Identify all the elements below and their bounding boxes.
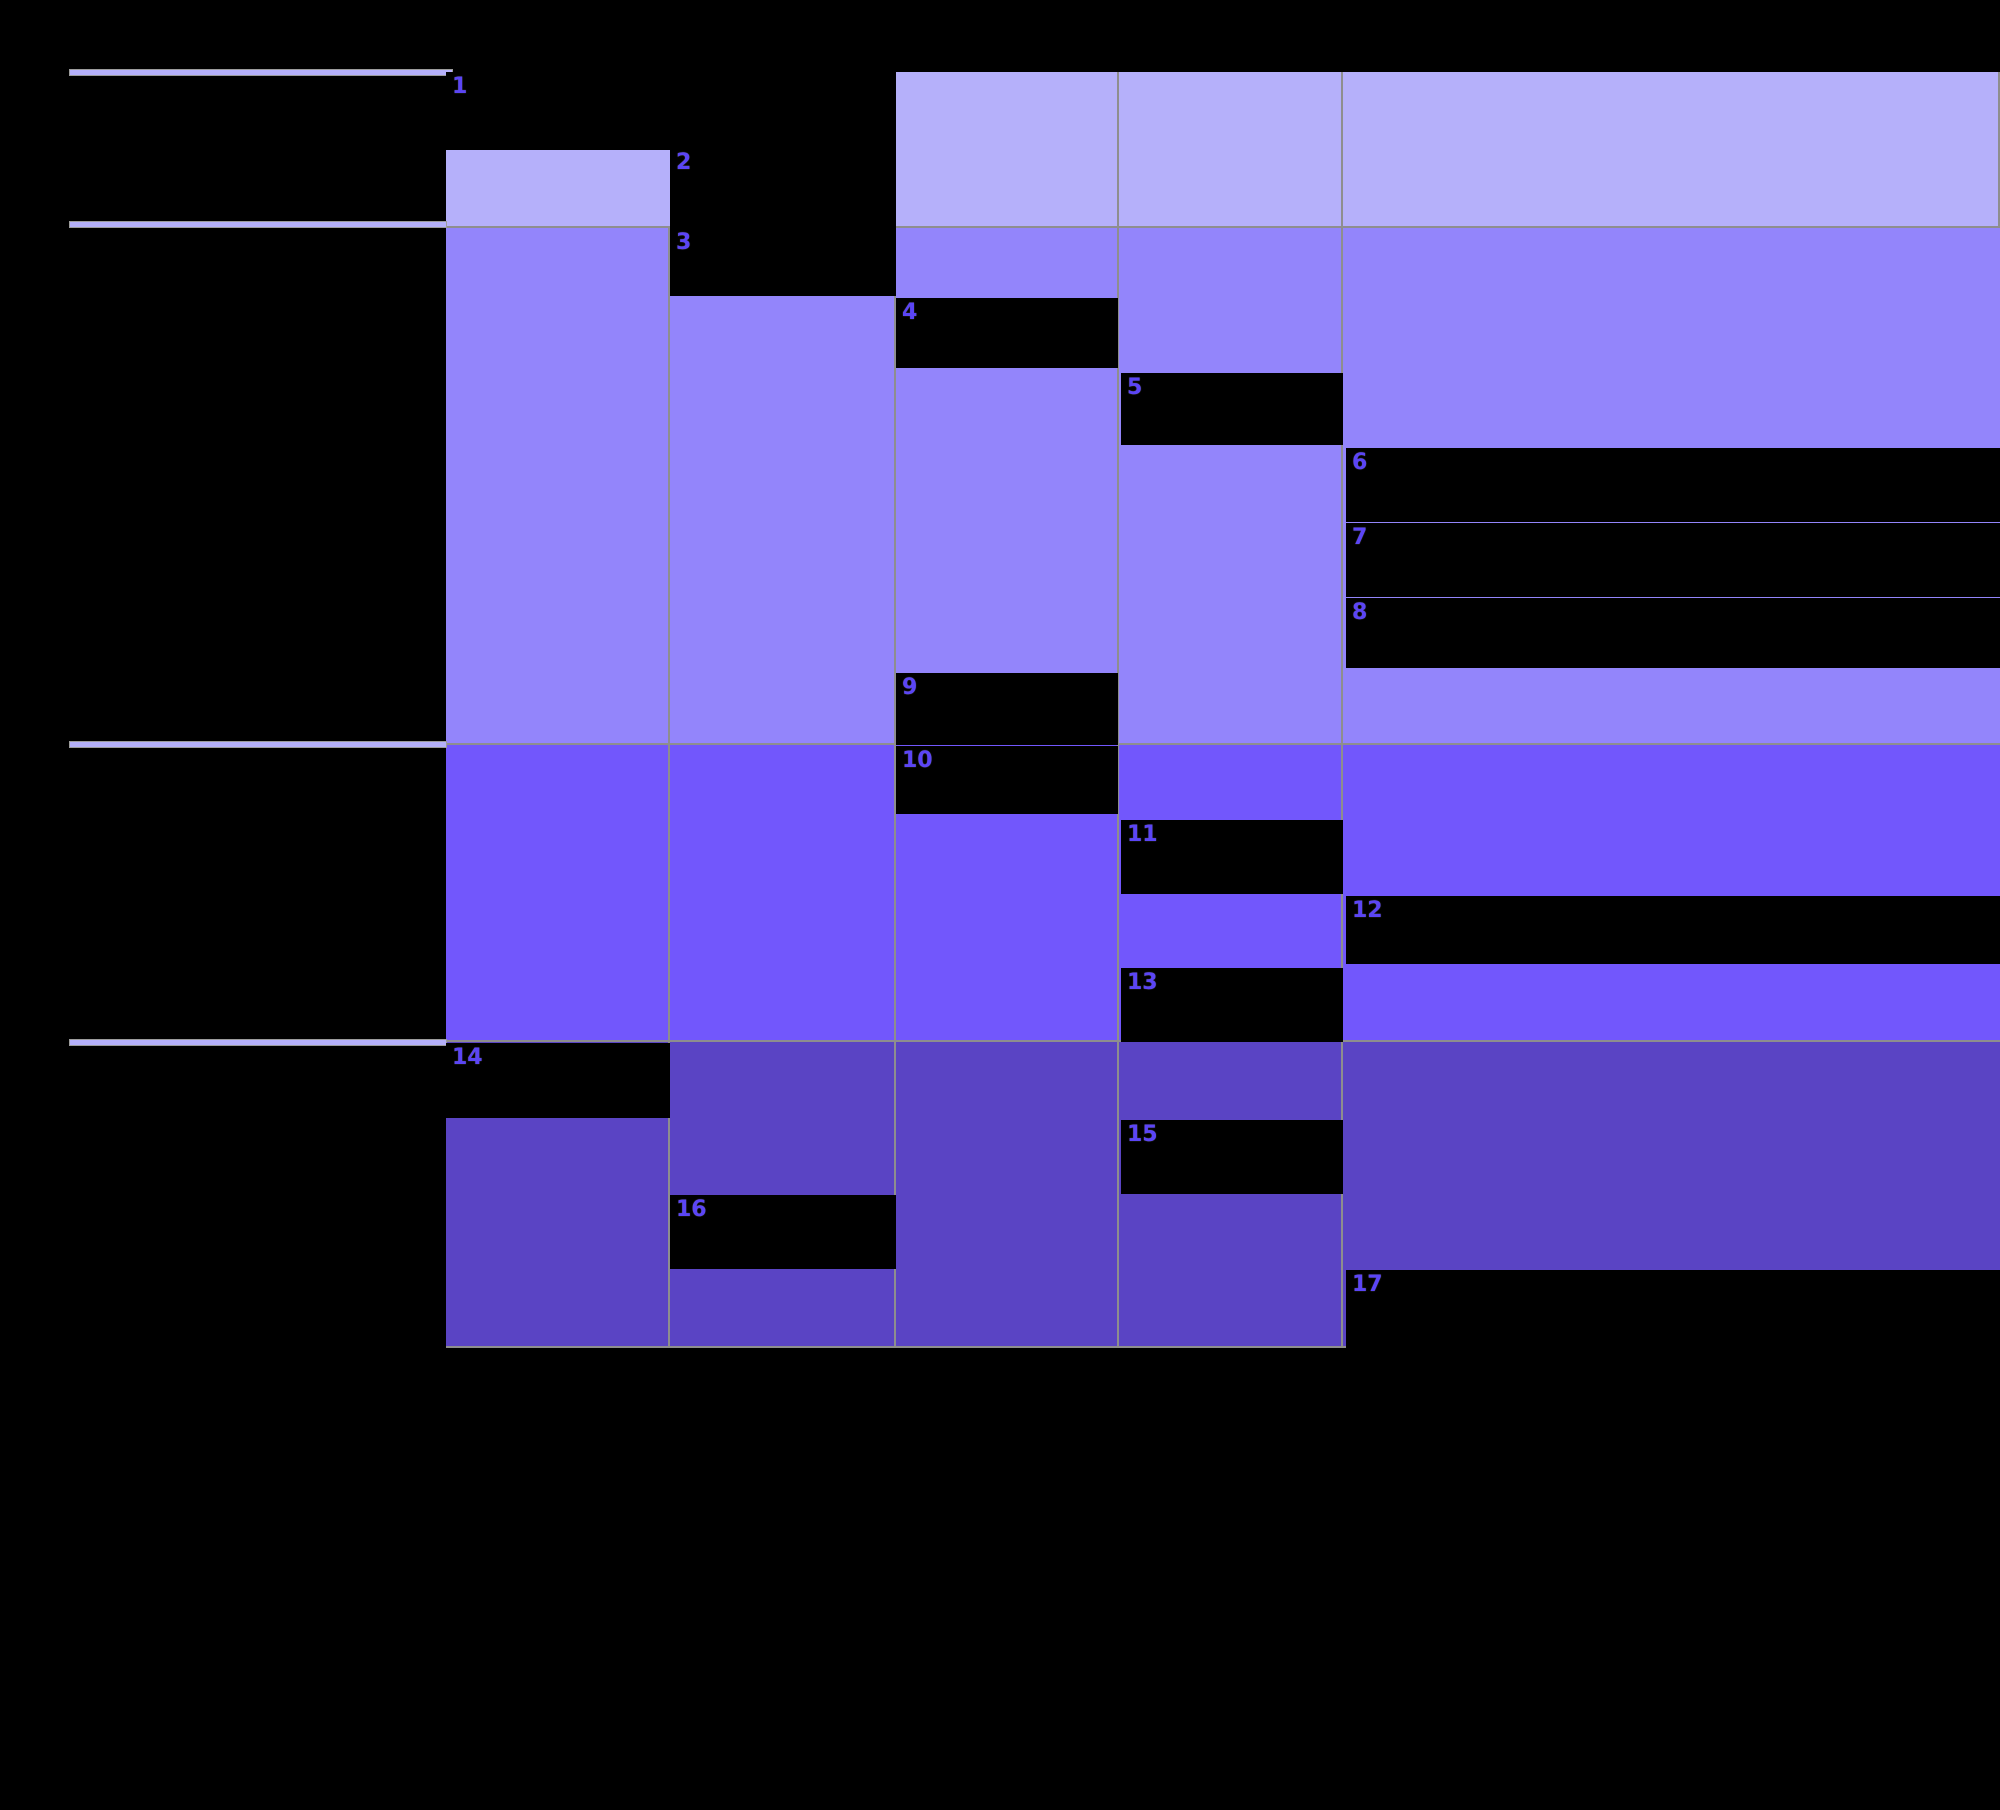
callout-box-8[interactable]: 8 bbox=[1346, 598, 2000, 668]
callout-label-4: 4 bbox=[902, 300, 918, 325]
callout-label-11: 11 bbox=[1127, 822, 1158, 847]
mosaic-cell-b2-c4 bbox=[1119, 228, 1343, 745]
callout-label-12: 12 bbox=[1352, 898, 1383, 923]
callout-box-1[interactable]: 1 bbox=[446, 72, 672, 150]
callout-box-16[interactable]: 16 bbox=[670, 1195, 896, 1269]
callout-label-9: 9 bbox=[902, 675, 918, 700]
mosaic-cell-b1-c3 bbox=[896, 72, 1119, 228]
callout-box-3[interactable]: 3 bbox=[670, 228, 896, 296]
callout-label-17: 17 bbox=[1352, 1272, 1383, 1297]
mosaic-cell-b1-c1-step bbox=[446, 148, 670, 228]
callout-box-10[interactable]: 10 bbox=[896, 746, 1118, 814]
mosaic-cell-b3-c1 bbox=[446, 745, 670, 1042]
callout-label-13: 13 bbox=[1127, 970, 1158, 995]
callout-label-14: 14 bbox=[452, 1045, 483, 1070]
callout-label-2: 2 bbox=[676, 150, 692, 175]
callout-box-12[interactable]: 12 bbox=[1346, 896, 2000, 964]
callout-label-3: 3 bbox=[676, 230, 692, 255]
callout-label-1: 1 bbox=[452, 74, 468, 99]
rule-top bbox=[70, 70, 452, 75]
mosaic-cell-b1-c4 bbox=[1119, 72, 1343, 228]
callout-label-10: 10 bbox=[902, 748, 933, 773]
callout-box-5[interactable]: 5 bbox=[1121, 373, 1343, 445]
callout-box-14[interactable]: 14 bbox=[446, 1043, 670, 1118]
mosaic-cell-b4-c4 bbox=[1119, 1042, 1343, 1348]
callout-label-8: 8 bbox=[1352, 600, 1368, 625]
callout-box-6[interactable]: 6 bbox=[1346, 448, 2000, 522]
callout-box-13[interactable]: 13 bbox=[1121, 968, 1343, 1042]
mosaic-cell-b2-c2 bbox=[670, 228, 896, 745]
mosaic-cell-b1-c5 bbox=[1343, 72, 2000, 228]
callout-box-4[interactable]: 4 bbox=[896, 298, 1118, 368]
callout-label-15: 15 bbox=[1127, 1122, 1158, 1147]
callout-label-6: 6 bbox=[1352, 450, 1368, 475]
mosaic-cell-b3-c5-tail bbox=[1343, 745, 2000, 1042]
callout-box-11[interactable]: 11 bbox=[1121, 820, 1343, 894]
callout-box-15[interactable]: 15 bbox=[1121, 1120, 1343, 1194]
callout-label-7: 7 bbox=[1352, 525, 1368, 550]
rule-fourth bbox=[70, 1040, 446, 1045]
callout-box-9[interactable]: 9 bbox=[896, 673, 1118, 745]
mosaic-cell-b4-c3 bbox=[896, 1042, 1119, 1348]
callout-box-7[interactable]: 7 bbox=[1346, 523, 2000, 597]
callout-box-17[interactable]: 17 bbox=[1346, 1270, 2000, 1348]
rule-second bbox=[70, 222, 446, 227]
mosaic-cell-b2-c1 bbox=[446, 228, 670, 745]
callout-label-5: 5 bbox=[1127, 375, 1143, 400]
callout-label-16: 16 bbox=[676, 1197, 707, 1222]
rule-third bbox=[70, 742, 446, 747]
mosaic-cell-b3-c2 bbox=[670, 745, 896, 1042]
callout-box-2[interactable]: 2 bbox=[670, 148, 896, 226]
